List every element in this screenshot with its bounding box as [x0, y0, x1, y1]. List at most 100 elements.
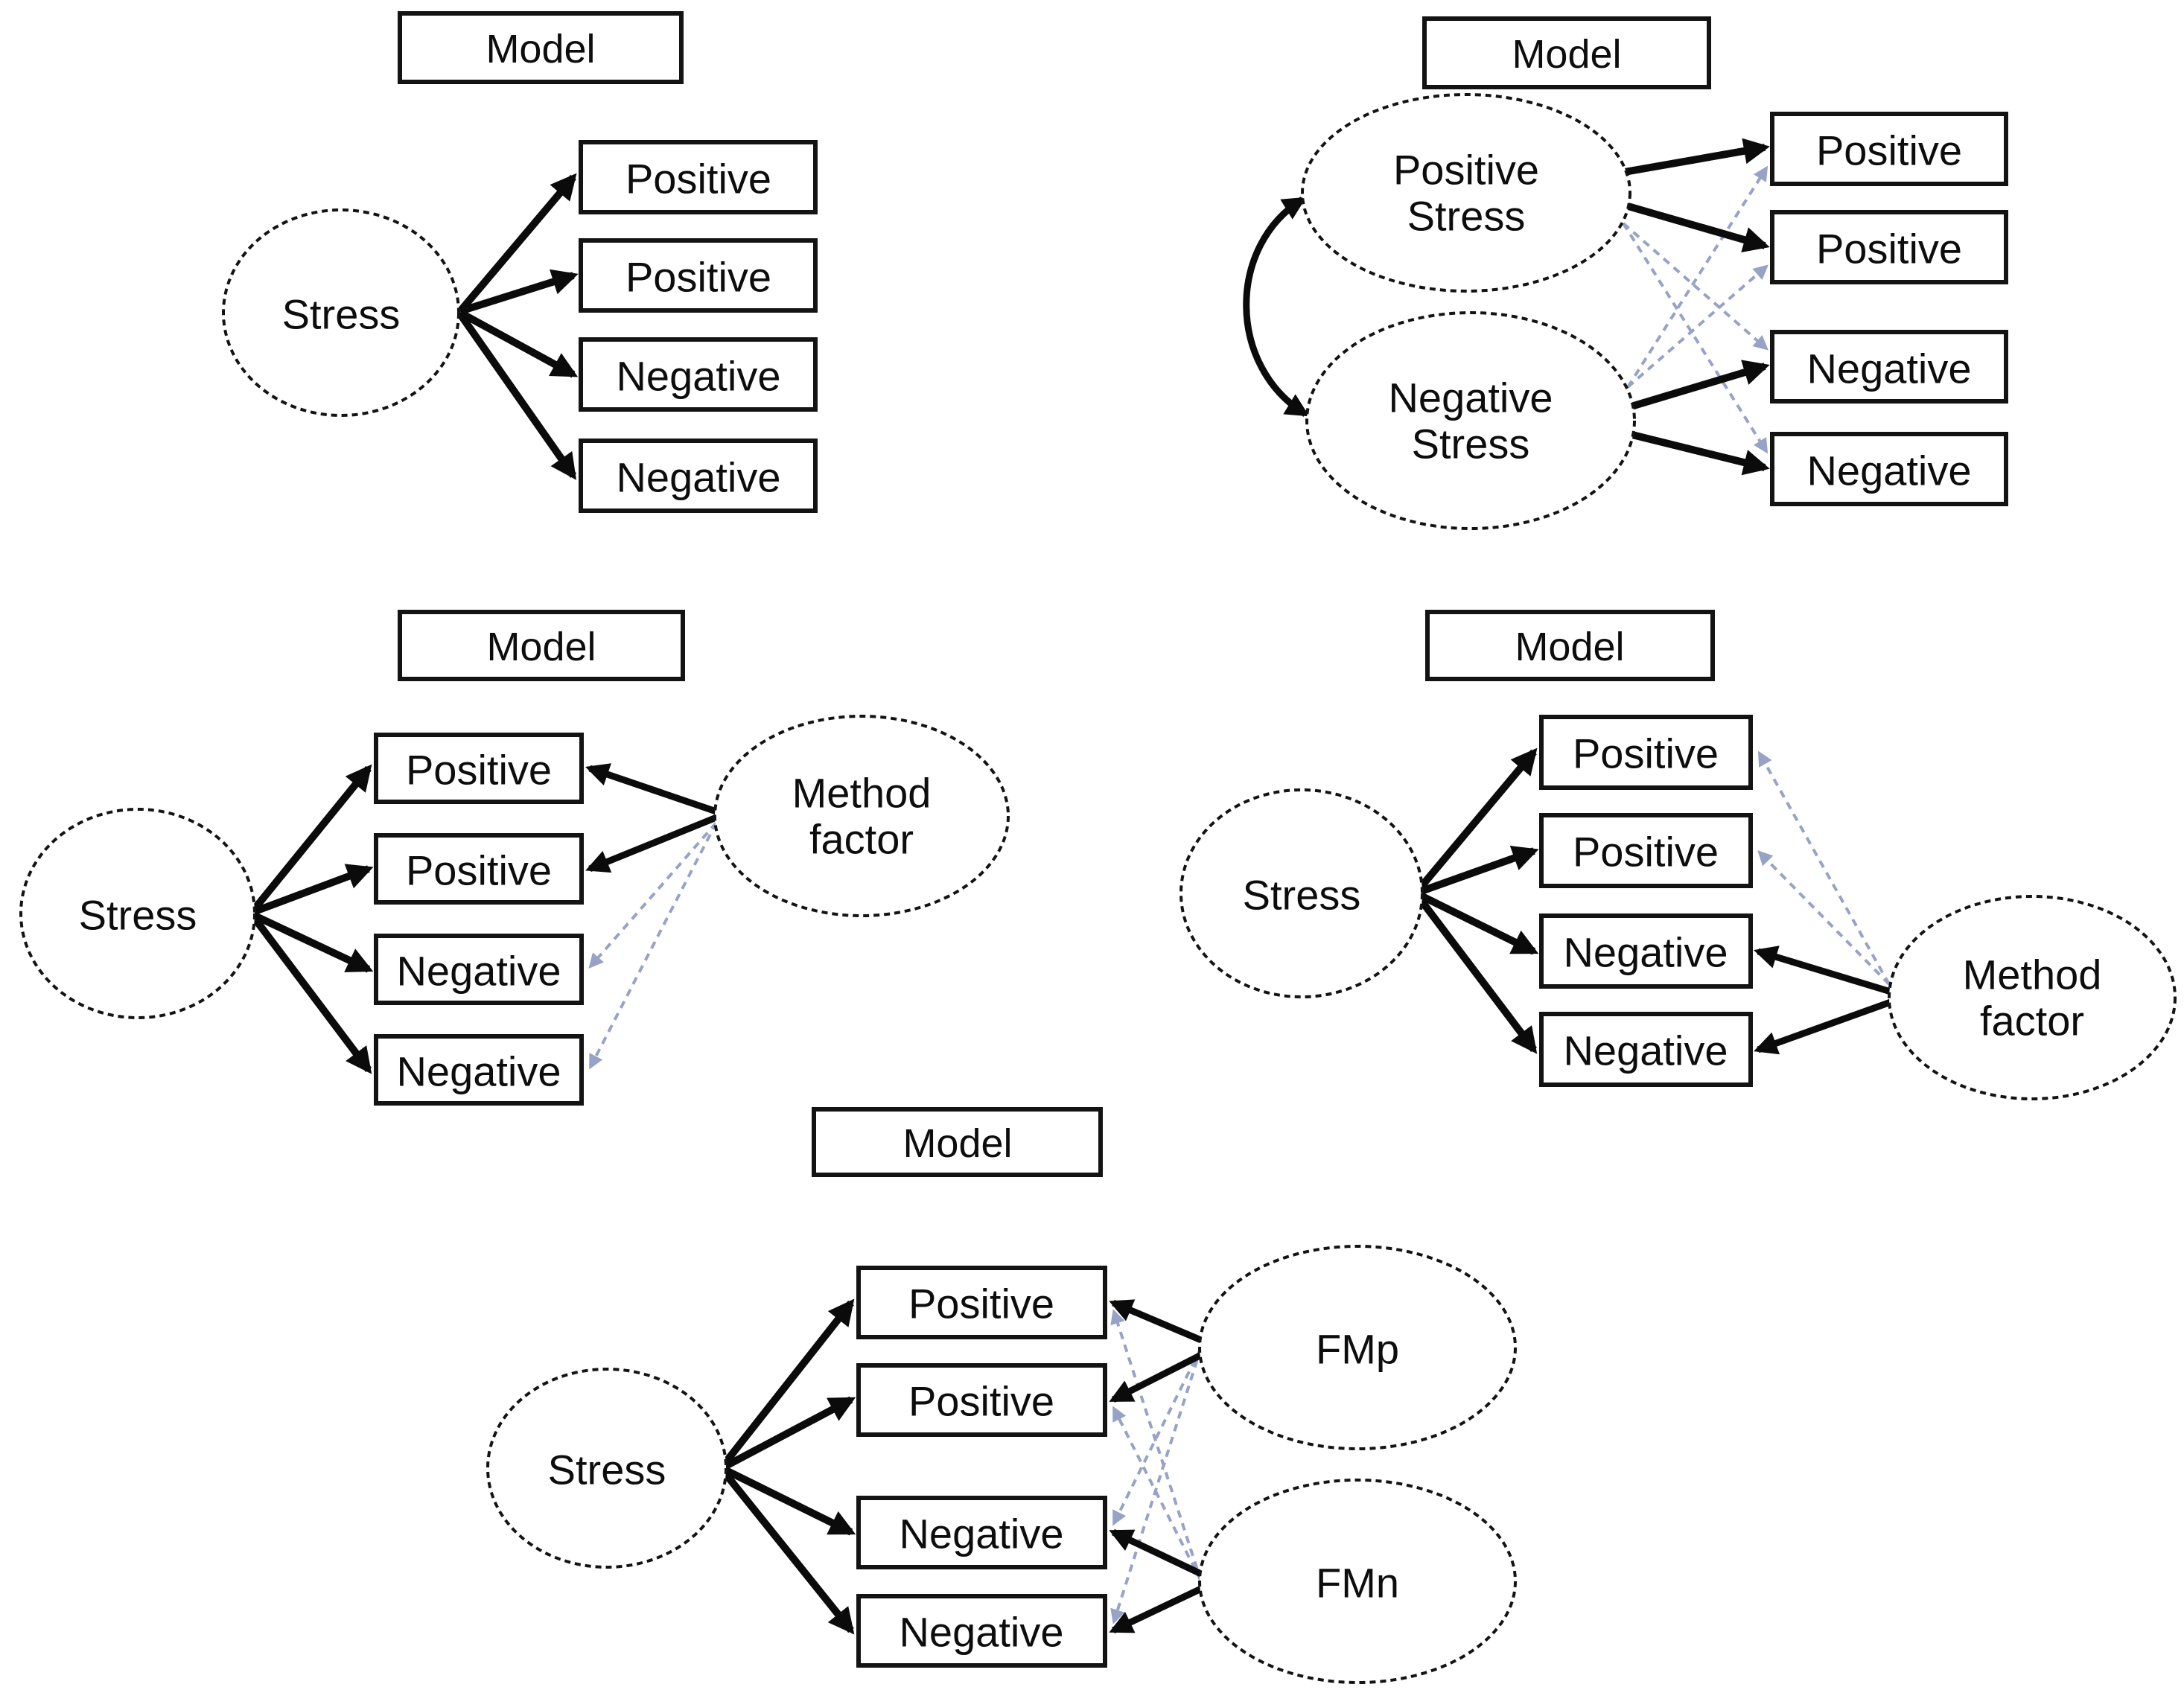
indicator-label: Positive [625, 254, 771, 301]
factor-loading-arrow [1416, 895, 1538, 1054]
indicator-box [1770, 210, 2008, 284]
model-1-single-factor-diagram: Model Stress Positive Positive Negative … [222, 11, 818, 513]
model-5-two-method-factors-diagram: Model Stress FMp FMn Positive Positive N… [486, 1107, 1517, 1684]
indicator-label: Negative [396, 948, 561, 995]
indicator-box [1539, 813, 1753, 888]
method-loading-arrow [585, 814, 718, 873]
method-cross-loading-dashed-arrow [1758, 750, 1891, 985]
factor-label-line2: factor [1980, 998, 2084, 1045]
positive-stress-factor-ellipse [1301, 93, 1631, 293]
method-cross-loading-dashed-arrow [589, 822, 718, 1070]
model-title-box [398, 610, 685, 681]
indicator-box [374, 833, 584, 905]
factor-label-line2: Stress [1407, 193, 1526, 240]
factor-label: FMn [1316, 1560, 1399, 1607]
factor-label: Stress [282, 291, 401, 338]
cross-loading-dashed-arrow [1626, 264, 1769, 389]
indicator-label: Positive [406, 747, 552, 794]
factor-loading-arrow [1620, 138, 1770, 176]
factor-label-line1: Method [1963, 951, 2102, 998]
fmp-factor-ellipse [1198, 1245, 1517, 1450]
indicator-box [1770, 112, 2008, 186]
indicator-label: Negative [1563, 1027, 1728, 1074]
model-title: Model [485, 27, 595, 71]
indicator-label: Positive [1816, 226, 1962, 272]
factor-loading-arrow [1418, 845, 1539, 896]
factor-loading-arrow [252, 864, 374, 916]
factor-loading-arrow [1625, 430, 1770, 476]
indicator-label: Positive [1573, 829, 1719, 876]
method-cross-loading-dashed-arrow [1110, 1309, 1203, 1582]
model-title: Model [902, 1121, 1012, 1166]
method-cross-loading-dashed-arrow [1112, 1406, 1203, 1582]
indicator-box [579, 140, 818, 214]
indicator-label: Positive [1816, 127, 1962, 174]
indicator-label: Negative [1806, 447, 1971, 494]
indicator-box [1770, 330, 2008, 404]
method-loading-arrow [1753, 946, 1892, 995]
indicator-box [1539, 715, 1753, 790]
factor-loading-arrow [1416, 747, 1538, 892]
factor-label-line2: Stress [1412, 421, 1530, 468]
stress-factor-ellipse [486, 1368, 728, 1569]
method-loading-arrow [585, 763, 718, 815]
method-cross-loading-dashed-arrow [588, 821, 718, 969]
indicator-label: Negative [396, 1048, 561, 1095]
method-loading-arrow [1109, 1585, 1203, 1634]
indicator-label: Positive [1573, 730, 1719, 777]
model-title-box [398, 11, 684, 84]
model-title-box [1425, 610, 1715, 681]
method-factor-ellipse [713, 715, 1010, 917]
factor-loading-arrow [722, 1470, 855, 1635]
method-cross-loading-dashed-arrow [1757, 850, 1891, 986]
model-title: Model [1515, 625, 1624, 669]
factor-label: FMp [1316, 1326, 1399, 1373]
factor-label: Stress [548, 1447, 666, 1493]
method-cross-loading-dashed-arrow [1110, 1347, 1203, 1624]
method-loading-arrow [1109, 1528, 1203, 1578]
fmn-factor-ellipse [1198, 1479, 1517, 1684]
indicator-box [579, 337, 818, 412]
factor-loading-arrow [1619, 200, 1770, 253]
indicator-label: Negative [1563, 929, 1728, 976]
model-3-method-factor-positive-diagram: Model Stress Method factor Positive Posi… [19, 610, 1010, 1106]
factor-loading-arrow [250, 764, 372, 913]
indicator-box [856, 1266, 1107, 1339]
factor-label: Stress [1243, 872, 1361, 919]
factor-loading-arrow [458, 309, 579, 378]
factor-label-line1: Method [792, 770, 932, 817]
indicator-label: Negative [899, 1609, 1063, 1656]
stress-factor-ellipse [1179, 788, 1424, 998]
indicator-label: Positive [406, 847, 552, 894]
method-loading-arrow [1754, 998, 1892, 1055]
method-loading-arrow [1109, 1299, 1203, 1344]
model-title-box [1422, 16, 1711, 89]
factor-loading-arrow [722, 1466, 856, 1536]
stress-factor-ellipse [19, 808, 256, 1019]
indicator-label: Positive [908, 1281, 1054, 1327]
indicator-box [374, 934, 584, 1005]
indicator-label: Negative [616, 454, 780, 501]
indicator-label: Negative [616, 353, 780, 400]
factor-label-line2: factor [809, 816, 914, 863]
factor-loading-arrow [1417, 891, 1539, 955]
model-title: Model [486, 625, 596, 669]
indicator-box [1539, 1012, 1753, 1087]
indicator-box [1770, 432, 2008, 506]
factor-loading-arrow [722, 1396, 856, 1470]
model-2-two-factor-diagram: Model Positive Stress Negative Stress Po… [1243, 16, 2008, 530]
negative-stress-factor-ellipse [1305, 311, 1636, 530]
indicator-box [1539, 913, 1753, 989]
factor-label: Stress [79, 892, 197, 939]
factor-label-line1: Negative [1388, 374, 1553, 421]
factor-covariance-arrow [1243, 197, 1310, 417]
method-cross-loading-dashed-arrow [1112, 1347, 1203, 1526]
factor-loading-arrow [251, 911, 374, 973]
indicator-box [579, 238, 818, 313]
factor-loading-arrow [722, 1298, 855, 1467]
model-title: Model [1512, 32, 1621, 77]
indicator-label: Positive [625, 156, 771, 203]
indicator-box [579, 439, 818, 513]
factor-loading-arrow [1625, 360, 1770, 412]
